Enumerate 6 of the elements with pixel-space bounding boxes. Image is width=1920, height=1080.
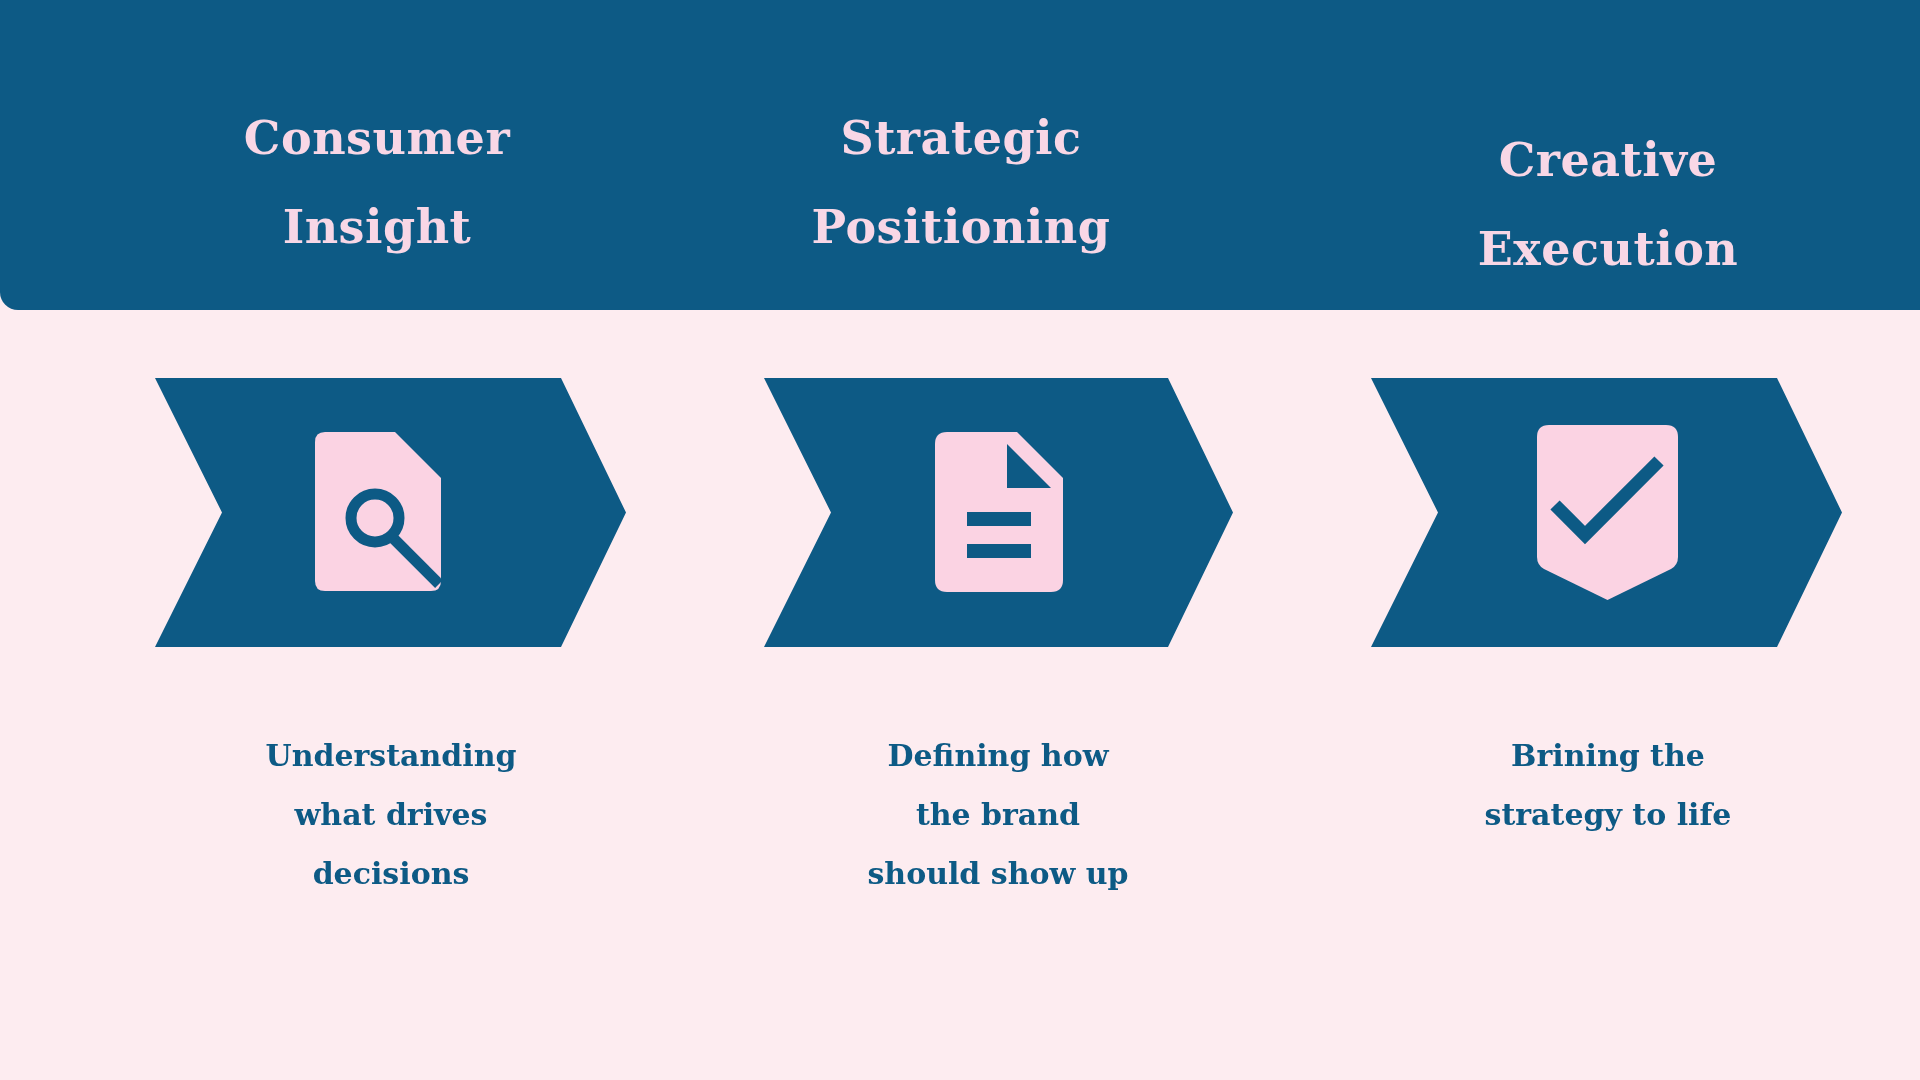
step-heading: Consumer Insight [243, 110, 511, 256]
step-heading: Creative Execution [1476, 132, 1740, 278]
step-description: Brining the strategy to life [1483, 737, 1733, 834]
step-description: Defining how the brand should show up [866, 737, 1130, 893]
step-description: Understanding what drives decisions [264, 737, 518, 893]
step-heading: Strategic Positioning [810, 110, 1112, 256]
